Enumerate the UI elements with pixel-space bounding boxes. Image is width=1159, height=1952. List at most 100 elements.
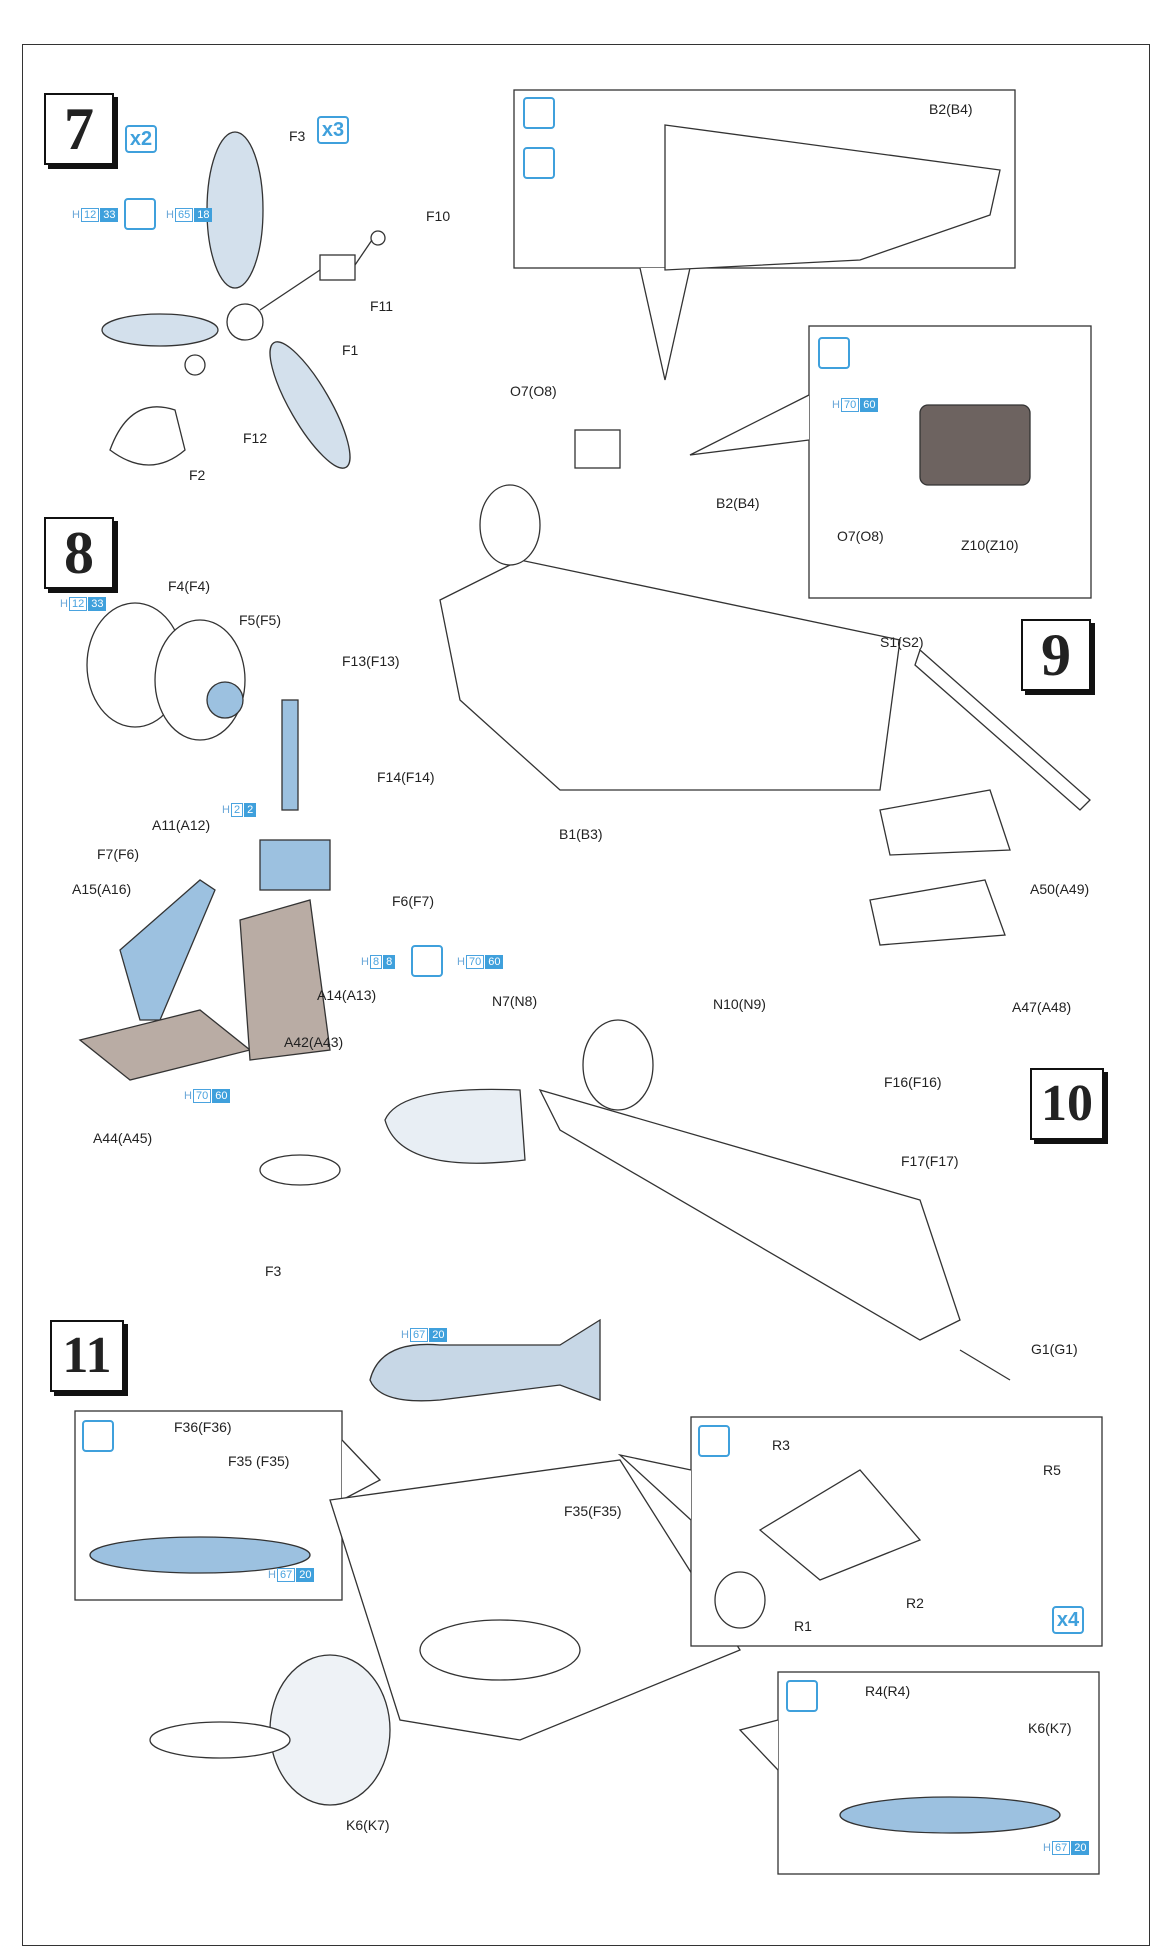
wheel-hub <box>206 681 244 719</box>
part-label: F10 <box>426 208 451 224</box>
part-label: A11(A12) <box>152 817 211 833</box>
multiplier-badge: x4 <box>1052 1606 1084 1634</box>
page-border <box>22 44 1150 1946</box>
wheel <box>479 484 541 566</box>
step-number-8: 8 <box>44 517 114 589</box>
two-tone-paint-icon <box>124 198 156 230</box>
part-label: F3 <box>289 128 306 144</box>
fairing-f35 <box>89 1536 311 1574</box>
part-label: A47(A48) <box>1012 999 1072 1015</box>
part-r1 <box>714 1571 766 1629</box>
part-s1 <box>914 648 1091 811</box>
part-label: K6(K7) <box>1028 1720 1072 1736</box>
callout-rack <box>777 1671 1100 1875</box>
part-label: F35(F35) <box>564 1503 622 1519</box>
part-label: B2(B4) <box>929 101 973 117</box>
part-label: R5 <box>1043 1462 1061 1478</box>
part-f11 <box>319 254 356 281</box>
part-label: F6(F7) <box>392 893 434 909</box>
part-label: R1 <box>794 1618 812 1634</box>
leg-bracket <box>259 839 331 891</box>
part-label: F1 <box>342 342 359 358</box>
part-a47 <box>869 879 1006 946</box>
paint-brush-icon <box>698 1425 730 1457</box>
strut-a11 <box>281 699 299 811</box>
part-label: F13(F13) <box>342 653 400 669</box>
paint-brush-icon <box>818 337 850 369</box>
step-number-7: 7 <box>44 93 114 165</box>
part-label: A50(A49) <box>1030 881 1090 897</box>
part-label: N7(N8) <box>492 993 538 1009</box>
step-number-10: 10 <box>1030 1068 1104 1140</box>
part-label: B1(B3) <box>559 826 603 842</box>
multiplier-badge: x3 <box>317 116 349 144</box>
bomb-installed <box>419 1619 581 1681</box>
part-a50 <box>879 789 1011 856</box>
part-k6 <box>839 1796 1061 1834</box>
spinner <box>109 406 186 466</box>
door-a42 <box>239 899 331 1061</box>
part-label: Z10(Z10) <box>961 537 1019 553</box>
part-label: R4(R4) <box>865 1683 911 1699</box>
wheel <box>582 1019 654 1111</box>
engine-n7 <box>384 1088 526 1164</box>
paint-brush-icon <box>523 97 555 129</box>
blade-top <box>206 131 264 289</box>
part-label: O7(O8) <box>837 528 884 544</box>
bomb <box>369 1318 601 1402</box>
two-tone-paint-icon <box>411 945 443 977</box>
drill-hole-icon <box>523 147 555 179</box>
part-label: F11 <box>370 298 394 314</box>
part-label: K6(K7) <box>346 1817 390 1833</box>
part-f12 <box>184 354 206 376</box>
propeller <box>149 1721 291 1759</box>
part-f10 <box>370 230 386 246</box>
step-number-9: 9 <box>1021 619 1091 691</box>
propeller-f3 <box>259 1154 341 1186</box>
step-number-11: 11 <box>50 1320 124 1392</box>
part-label: A44(A45) <box>93 1130 153 1146</box>
part-label: F17(F17) <box>901 1153 959 1169</box>
part-label: F2 <box>189 467 206 483</box>
part-label: F35 (F35) <box>228 1453 290 1469</box>
fuselage-drawing <box>439 429 1091 946</box>
part-label: O7(O8) <box>510 383 557 399</box>
wheel-f5 <box>154 619 246 741</box>
paint-brush-icon <box>786 1680 818 1712</box>
part-o7 <box>574 429 621 469</box>
part-label: R3 <box>772 1437 790 1453</box>
landing-gear-drawing <box>78 602 331 1081</box>
part-label: F3 <box>265 1263 282 1279</box>
part-label: F4(F4) <box>168 578 210 594</box>
part-label: F7(F6) <box>97 846 139 862</box>
part-label: F16(F16) <box>884 1074 942 1090</box>
part-label: G1(G1) <box>1031 1341 1078 1357</box>
part-label: B2(B4) <box>716 495 760 511</box>
part-label: F12 <box>243 430 268 446</box>
fuselage-engine-drawing <box>259 1019 1011 1381</box>
panel-o7 <box>919 404 1031 486</box>
part-label: R2 <box>906 1595 924 1611</box>
multiplier-badge: x2 <box>125 125 157 153</box>
engine <box>269 1654 391 1806</box>
part-a44 <box>78 1009 252 1081</box>
part-label: A14(A13) <box>317 987 377 1003</box>
hub <box>226 303 264 341</box>
part-label: S1(S2) <box>880 634 924 650</box>
blade-left <box>101 313 219 347</box>
paint-brush-icon <box>82 1420 114 1452</box>
blade-bottom <box>269 341 351 469</box>
propeller-assembly-drawing <box>101 131 386 469</box>
part-label: A15(A16) <box>72 881 132 897</box>
